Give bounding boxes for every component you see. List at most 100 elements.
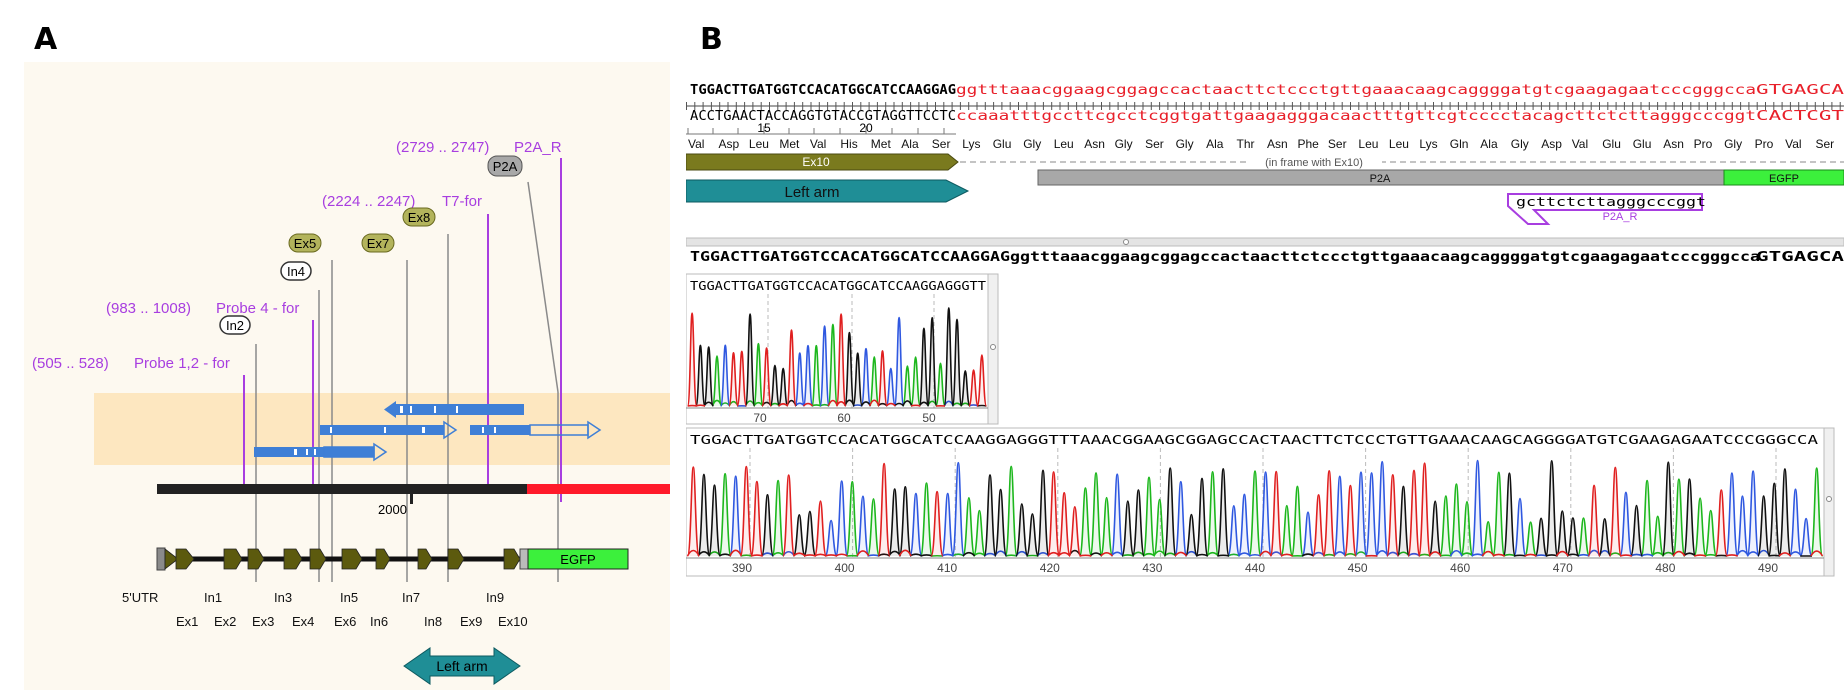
feature-label: Ex1 <box>176 614 198 629</box>
feature-label: In9 <box>486 590 504 605</box>
egfp-label: EGFP <box>560 552 595 567</box>
callout-in4: In4 <box>280 261 312 281</box>
ruler-number: 15 <box>757 121 771 135</box>
read-1-traces <box>686 307 988 407</box>
amino-acid: Gly <box>1115 137 1133 151</box>
callout-ex7: Ex7 <box>361 233 395 253</box>
trace-a <box>711 323 971 407</box>
inframe-note-bg <box>1246 155 1382 168</box>
feature-label: Ex9 <box>460 614 482 629</box>
scale-tick-label: 2000 <box>378 502 407 517</box>
feature-label: In8 <box>424 614 442 629</box>
amino-acid: Asn <box>1084 137 1105 151</box>
read-1-scroll-handle[interactable] <box>990 344 996 350</box>
read-2-tick: 470 <box>1553 561 1573 575</box>
ex10-label: Ex10 <box>802 155 830 169</box>
read-arrow <box>320 420 458 440</box>
svg-text:Ex5: Ex5 <box>294 236 316 251</box>
aa-ruler <box>686 126 956 135</box>
read-2-tick: 400 <box>835 561 855 575</box>
read-2-tick: 480 <box>1655 561 1675 575</box>
read-2-scroll-handle[interactable] <box>1826 496 1832 502</box>
primer-range-label: (2224 .. 2247) <box>322 193 415 210</box>
read-2-tick: 450 <box>1348 561 1368 575</box>
seq-comp-lower: ccaaatttgccttcgcctcggtgattgaagagggacaact… <box>956 109 1756 124</box>
amino-acid: Gly <box>1724 137 1742 151</box>
amino-acid: Ser <box>932 137 951 151</box>
read-alignment-arrows <box>254 401 602 462</box>
callout-ex8: Ex8 <box>402 207 436 227</box>
exon-blocks <box>164 548 521 570</box>
splitter-handle[interactable] <box>1123 239 1129 245</box>
read-2-tick: 410 <box>937 561 957 575</box>
primer-range-label: (983 .. 1008) <box>106 300 191 317</box>
read-arrow <box>384 401 524 418</box>
seq-top-upper: TGGACTTGATGGTCCACATGGCATCCAAGGAG <box>690 83 956 98</box>
amino-acid: Glu <box>1602 137 1621 151</box>
feature-labels: 5'UTR In1 In3 In5 In7 In9 Ex1 Ex2 Ex3 Ex… <box>122 590 528 629</box>
seq-comp-upper2: CACTCGT <box>1756 109 1844 124</box>
amino-acid: Gly <box>1511 137 1529 151</box>
amino-acid: Ala <box>1480 137 1498 151</box>
trace-g <box>695 307 987 407</box>
amino-acid: Ser <box>1145 137 1164 151</box>
amino-acid: Asp <box>719 137 740 151</box>
chromatogram-read-2 <box>686 427 1825 577</box>
svg-text:Ex7: Ex7 <box>367 236 389 251</box>
primer-name-label: Probe 1,2 - for <box>134 355 230 372</box>
amino-acid: Lys <box>1419 137 1437 151</box>
ruler-number: 20 <box>859 121 873 135</box>
trace-c <box>719 316 979 407</box>
feature-label: Ex2 <box>214 614 236 629</box>
seq-top-lower: ggtttaaacggaagcggagccactaacttctccctgttga… <box>956 83 1756 98</box>
svg-text:P2A: P2A <box>493 159 518 174</box>
primer-range-label: (2729 .. 2747) <box>396 139 489 156</box>
svg-text:In4: In4 <box>287 264 305 279</box>
callout-p2a: P2A <box>487 155 523 177</box>
consensus-tail: GTGAGCA <box>1756 250 1844 265</box>
trace-c <box>729 459 1813 557</box>
read-arrow <box>470 420 602 440</box>
gene-map-svg: (505 .. 528) Probe 1,2 - for (983 .. 100… <box>32 139 670 685</box>
gene-map-panel: (505 .. 528) Probe 1,2 - for (983 .. 100… <box>24 62 670 690</box>
amino-acid: Val <box>810 137 826 151</box>
amino-acid: Asn <box>1663 137 1684 151</box>
read-2-tick: 490 <box>1758 561 1778 575</box>
feature-label: In3 <box>274 590 292 605</box>
ex10-feature-arrow <box>686 153 959 171</box>
svg-text:In2: In2 <box>226 318 244 333</box>
read-1-tick: 70 <box>753 411 767 425</box>
read-2-traces <box>686 459 1824 557</box>
trace-t <box>686 462 1824 557</box>
trace-t <box>686 312 988 407</box>
left-arm-label: Left arm <box>784 184 839 201</box>
feature-label: Ex3 <box>252 614 274 629</box>
primer-name-label: P2A_R <box>514 139 562 156</box>
amino-acid: Leu <box>1054 137 1074 151</box>
genomic-sequence-bar <box>157 484 527 494</box>
scale-tick-mark <box>410 494 413 504</box>
amino-acid: Gly <box>1023 137 1041 151</box>
amino-acid: Phe <box>1298 137 1320 151</box>
amino-acid: Ala <box>901 137 919 151</box>
amino-acid: Pro <box>1694 137 1713 151</box>
amino-acid: Leu <box>749 137 769 151</box>
read-2-tick: 420 <box>1040 561 1060 575</box>
callout-in2: In2 <box>219 315 251 335</box>
amino-acid: Asp <box>1541 137 1562 151</box>
amino-acid: Lys <box>962 137 980 151</box>
left-arm-arrow <box>403 647 521 685</box>
amino-acid: Pro <box>1755 137 1774 151</box>
trace-a <box>708 465 1824 557</box>
amino-acid: Ser <box>1328 137 1347 151</box>
amino-acid: Asn <box>1267 137 1288 151</box>
insert-sequence-bar <box>527 484 670 494</box>
pane-splitter[interactable] <box>686 237 1844 247</box>
feature-label: In7 <box>402 590 420 605</box>
primer-sequence: gcttctcttagggcccggt <box>1516 195 1706 209</box>
p2a-block <box>519 548 529 570</box>
amino-acid: Gln <box>1450 137 1469 151</box>
feature-label: 5'UTR <box>122 590 158 605</box>
primer-p2a-r-arrow <box>1507 193 1703 225</box>
amino-acid: Met <box>871 137 892 151</box>
